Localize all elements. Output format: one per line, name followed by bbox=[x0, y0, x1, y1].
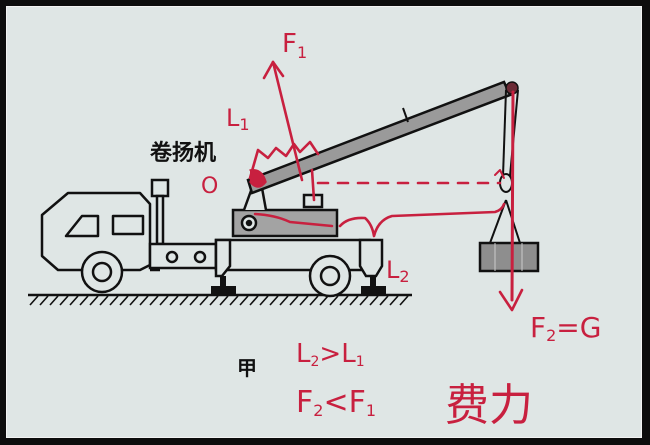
crane-boom bbox=[246, 80, 519, 195]
force-f2-label: F2=G bbox=[530, 311, 601, 345]
pivot-label: O bbox=[201, 174, 218, 199]
arm-l2-brace bbox=[338, 202, 506, 238]
force-comparison: F2<F1 bbox=[296, 385, 376, 420]
outrigger-right bbox=[361, 276, 386, 295]
arm-l2-label: L2 bbox=[386, 256, 410, 286]
pivot-mark bbox=[249, 169, 267, 188]
truck-cab bbox=[40, 191, 160, 272]
load-weight bbox=[478, 241, 540, 273]
conclusion-label: 费力 bbox=[445, 380, 533, 431]
force-f1-label: F1 bbox=[282, 29, 307, 62]
arm-comparison: L2>L1 bbox=[296, 339, 365, 370]
annotations bbox=[248, 60, 524, 312]
front-wheel bbox=[80, 250, 124, 294]
winch-housing bbox=[231, 186, 339, 238]
truck-chassis bbox=[148, 238, 384, 278]
exhaust-pipe bbox=[150, 178, 170, 246]
winch-label: 卷扬机 bbox=[149, 140, 216, 166]
rear-wheel bbox=[308, 254, 352, 298]
outrigger-left bbox=[211, 276, 236, 295]
force-f1-arrow bbox=[262, 60, 304, 182]
force-f2-arrow bbox=[498, 288, 524, 312]
ground bbox=[28, 293, 412, 306]
arm-l1-label: L1 bbox=[226, 104, 250, 134]
cable-and-hook bbox=[489, 89, 521, 244]
figure-caption: 甲 bbox=[237, 356, 257, 380]
arm-l1-brace bbox=[248, 140, 320, 180]
